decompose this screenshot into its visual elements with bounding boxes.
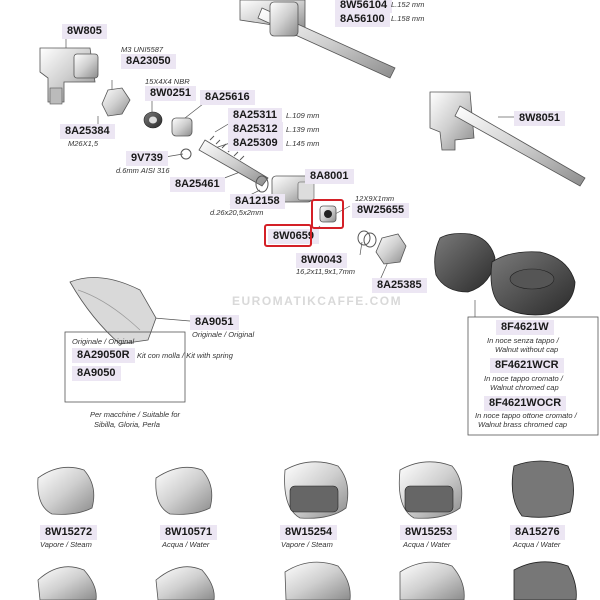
part-8w10571-code: 8W10571 [160, 525, 218, 540]
part-8a15276-desc: Acqua / Water [513, 540, 561, 549]
walnut-knob-illustration [434, 233, 576, 316]
part-9v739-code: 9V739 [126, 151, 168, 166]
bottom-knobs-row-1 [37, 460, 574, 519]
part-8a12158-desc: d.26x20,5x2mm [210, 208, 264, 217]
machines-line-1: Per macchine / Suitable for [90, 410, 181, 419]
machines-line-2: Sibilla, Gloria, Perla [94, 420, 160, 429]
part-8a23050-desc: M3 UNI5587 [121, 45, 164, 54]
washer-illustration [255, 175, 269, 193]
part-8w25655-desc: 12X9X1mm [355, 194, 395, 203]
part-8a25309-code: 8A25309 [228, 136, 283, 151]
part-8f4621wcr-desc2: Walnut chromed cap [490, 383, 559, 392]
steam-wand-top-illustration [239, 0, 396, 79]
part-8a25384-desc: M26X1,5 [68, 139, 99, 148]
part-8a56100-desc: L.158 mm [391, 14, 425, 23]
cap-nut-illustration [375, 233, 407, 265]
part-8a25385-code: 8A25385 [372, 278, 427, 293]
part-8f4621wocr-desc1: In noce tappo ottone cromato / [475, 411, 577, 420]
wand-grip-illustration [69, 277, 157, 345]
part-8w15272-code: 8W15272 [40, 525, 98, 540]
part-8w0659-code: 8W0659 [268, 229, 319, 244]
highlight-small-bush [311, 199, 344, 229]
part-8a29050r-desc: Kit con molla / Kit with spring [137, 351, 233, 360]
part-8w56104-code: 8W56104 [335, 0, 393, 13]
o-ring-illustration [357, 230, 377, 248]
part-8a25312-desc: L.139 mm [286, 125, 320, 134]
steam-tap-illustration [429, 91, 586, 187]
part-8w0043-code: 8W0043 [296, 253, 347, 268]
part-8w15253-desc: Acqua / Water [403, 540, 451, 549]
gasket-illustration [143, 111, 163, 129]
part-8w805-code: 8W805 [62, 24, 107, 39]
part-8a25312-code: 8A25312 [228, 122, 283, 137]
part-8a23050-code: 8A23050 [121, 54, 176, 69]
part-8a15276-code: 8A15276 [510, 525, 565, 540]
part-9v739-desc: d.6mm AISI 316 [116, 166, 170, 175]
part-8a25309-desc: L.145 mm [286, 139, 320, 148]
valve-stem-illustration [198, 135, 269, 187]
spring-illustration [180, 148, 192, 160]
part-8a8001-code: 8A8001 [305, 169, 354, 184]
part-8a25616-code: 8A25616 [200, 90, 255, 105]
bushing-illustration [171, 117, 193, 137]
part-8w15253-code: 8W15253 [400, 525, 458, 540]
elbow-fitting-illustration [39, 47, 99, 105]
small-bush-illustration [319, 205, 337, 223]
walnut-knob-frame [467, 316, 599, 436]
part-8a9050-code: 8A9050 [72, 366, 121, 381]
part-8w10571-desc: Acqua / Water [162, 540, 210, 549]
part-8a29050r-code: 8A29050R [72, 348, 135, 363]
hex-nut-illustration [101, 87, 131, 117]
watermark: EUROMATIKCAFFE.COM [232, 294, 403, 308]
part-8a12158-code: 8A12158 [230, 194, 285, 209]
part-8f4621wcr-code: 8F4621WCR [490, 358, 564, 373]
knob-original-label: Originale / Original [72, 337, 135, 346]
part-8a25384-code: 8A25384 [60, 124, 115, 139]
part-8f4621wocr-code: 8F4621WOCR [484, 396, 567, 411]
part-8a25461-code: 8A25461 [170, 177, 225, 192]
part-8w0251-desc: 15X4X4 NBR [145, 77, 190, 86]
part-8a9051-code: 8A9051 [190, 315, 239, 330]
part-8f4621w-desc1: In noce senza tappo / [487, 336, 559, 345]
part-8w25655-code: 8W25655 [352, 203, 410, 218]
part-8a56100-code: 8A56100 [335, 12, 390, 27]
knob-kit-frame [64, 331, 186, 403]
part-8f4621wocr-desc2: Walnut brass chromed cap [478, 420, 568, 429]
part-8w8051-code: 8W8051 [514, 111, 565, 126]
part-8w15254-code: 8W15254 [280, 525, 338, 540]
part-8w0251-code: 8W0251 [145, 86, 196, 101]
part-8a25311-desc: L.109 mm [286, 111, 320, 120]
part-8w56104-desc: L.152 mm [391, 0, 425, 9]
bottom-knobs-row-2 [37, 561, 577, 600]
part-8w15272-desc: Vapore / Steam [40, 540, 92, 549]
part-8w0043-desc: 16,2x11,9x1,7mm [296, 267, 356, 276]
part-8f4621wcr-desc1: In noce tappo cromato / [484, 374, 563, 383]
part-8f4621w-code: 8F4621W [496, 320, 554, 335]
part-8a9051-desc: Originale / Original [192, 330, 255, 339]
part-8a25311-code: 8A25311 [228, 108, 283, 123]
part-8w15254-desc: Vapore / Steam [281, 540, 333, 549]
highlight-8w0659 [264, 224, 312, 247]
part-8f4621w-desc2: Walnut without cap [495, 345, 559, 354]
